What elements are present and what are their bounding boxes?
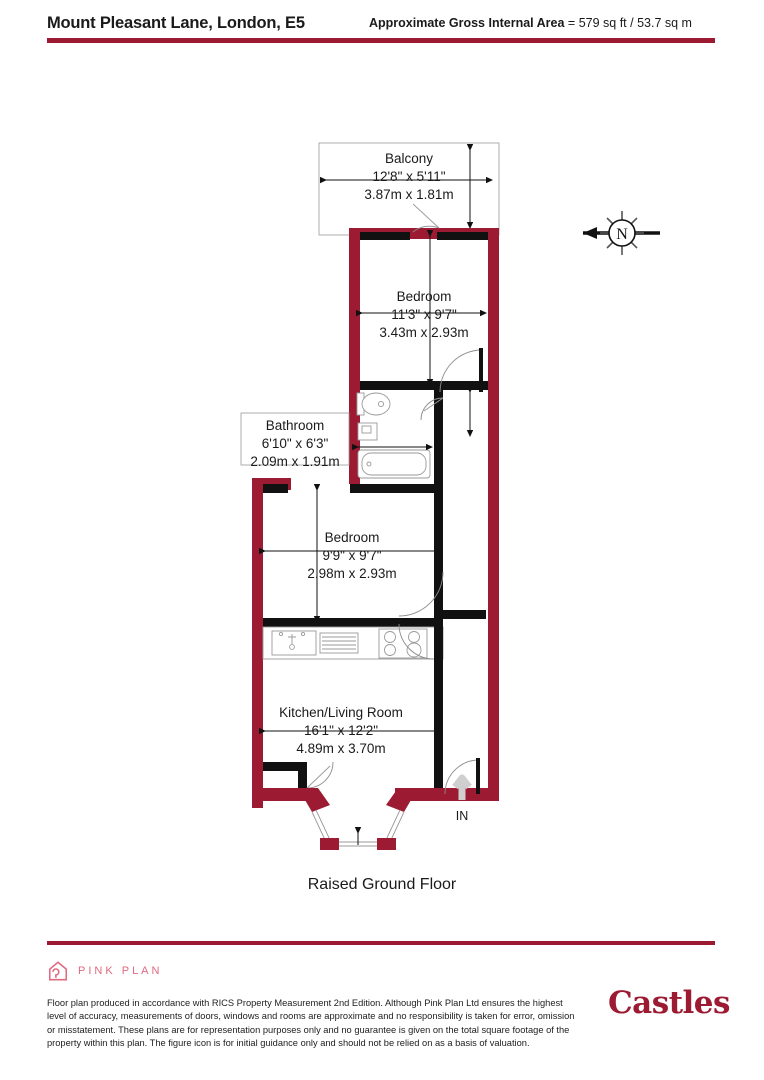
header-divider — [47, 38, 715, 43]
entrance-label: IN — [456, 809, 469, 823]
svg-text:Kitchen/Living Room: Kitchen/Living Room — [279, 705, 403, 720]
svg-text:4.89m x 3.70m: 4.89m x 3.70m — [296, 741, 385, 756]
svg-text:11'3" x 9'7": 11'3" x 9'7" — [391, 307, 457, 322]
floorplan-drawing: .cw { fill:#9c1b33; } /* crimson exterio… — [240, 142, 660, 850]
svg-text:12'8" x 5'11": 12'8" x 5'11" — [372, 169, 445, 184]
svg-text:2.09m x 1.91m: 2.09m x 1.91m — [250, 454, 339, 469]
room-bathroom: Bathroom 6'10" x 6'3" 2.09m x 1.91m — [240, 381, 443, 493]
compass-north-label: N — [616, 226, 628, 243]
header: Mount Pleasant Lane, London, E5 Approxim… — [47, 14, 715, 44]
svg-text:Bedroom: Bedroom — [325, 530, 380, 545]
svg-text:2.98m x 2.93m: 2.98m x 2.93m — [307, 566, 396, 581]
disclaimer-text: Floor plan produced in accordance with R… — [47, 998, 575, 1049]
castles-logo: Castles — [608, 985, 730, 1021]
floor-caption: Raised Ground Floor — [307, 876, 457, 893]
north-compass-rose: N — [583, 211, 660, 255]
bay-window — [252, 788, 499, 850]
area-value: = 579 sq ft / 53.7 sq m — [567, 16, 692, 30]
gross-internal-area: Approximate Gross Internal Area = 579 sq… — [369, 16, 692, 30]
hallway — [420, 348, 483, 438]
east-exterior-wall — [488, 228, 499, 794]
pink-plan-logo: PINK PLAN — [47, 960, 162, 982]
room-kitchen-living: Kitchen/Living Room 16'1" x 12'2" 4.89m … — [259, 610, 486, 794]
svg-text:Bathroom: Bathroom — [266, 418, 325, 433]
footer: PINK PLAN Floor plan produced in accorda… — [0, 945, 764, 1080]
svg-text:3.87m x 1.81m: 3.87m x 1.81m — [364, 187, 453, 202]
page-title: Mount Pleasant Lane, London, E5 — [47, 14, 305, 32]
svg-text:Bedroom: Bedroom — [397, 289, 452, 304]
entrance: IN — [444, 758, 480, 823]
svg-text:9'9" x 9'7": 9'9" x 9'7" — [322, 548, 381, 563]
house-icon — [48, 961, 68, 981]
room-balcony: Balcony 12'8" x 5'11" 3.87m x 1.81m — [318, 142, 500, 236]
svg-text:Balcony: Balcony — [385, 151, 433, 166]
area-label: Approximate Gross Internal Area — [369, 16, 565, 30]
svg-text:3.43m x 2.93m: 3.43m x 2.93m — [379, 325, 468, 340]
svg-text:6'10" x 6'3": 6'10" x 6'3" — [262, 436, 329, 451]
pink-plan-wordmark: PINK PLAN — [78, 965, 163, 977]
svg-text:16'1" x 12'2": 16'1" x 12'2" — [304, 723, 378, 738]
room-bedroom-1: Bedroom 11'3" x 9'7" 3.43m x 2.93m — [349, 203, 499, 390]
footer-divider — [47, 941, 715, 945]
